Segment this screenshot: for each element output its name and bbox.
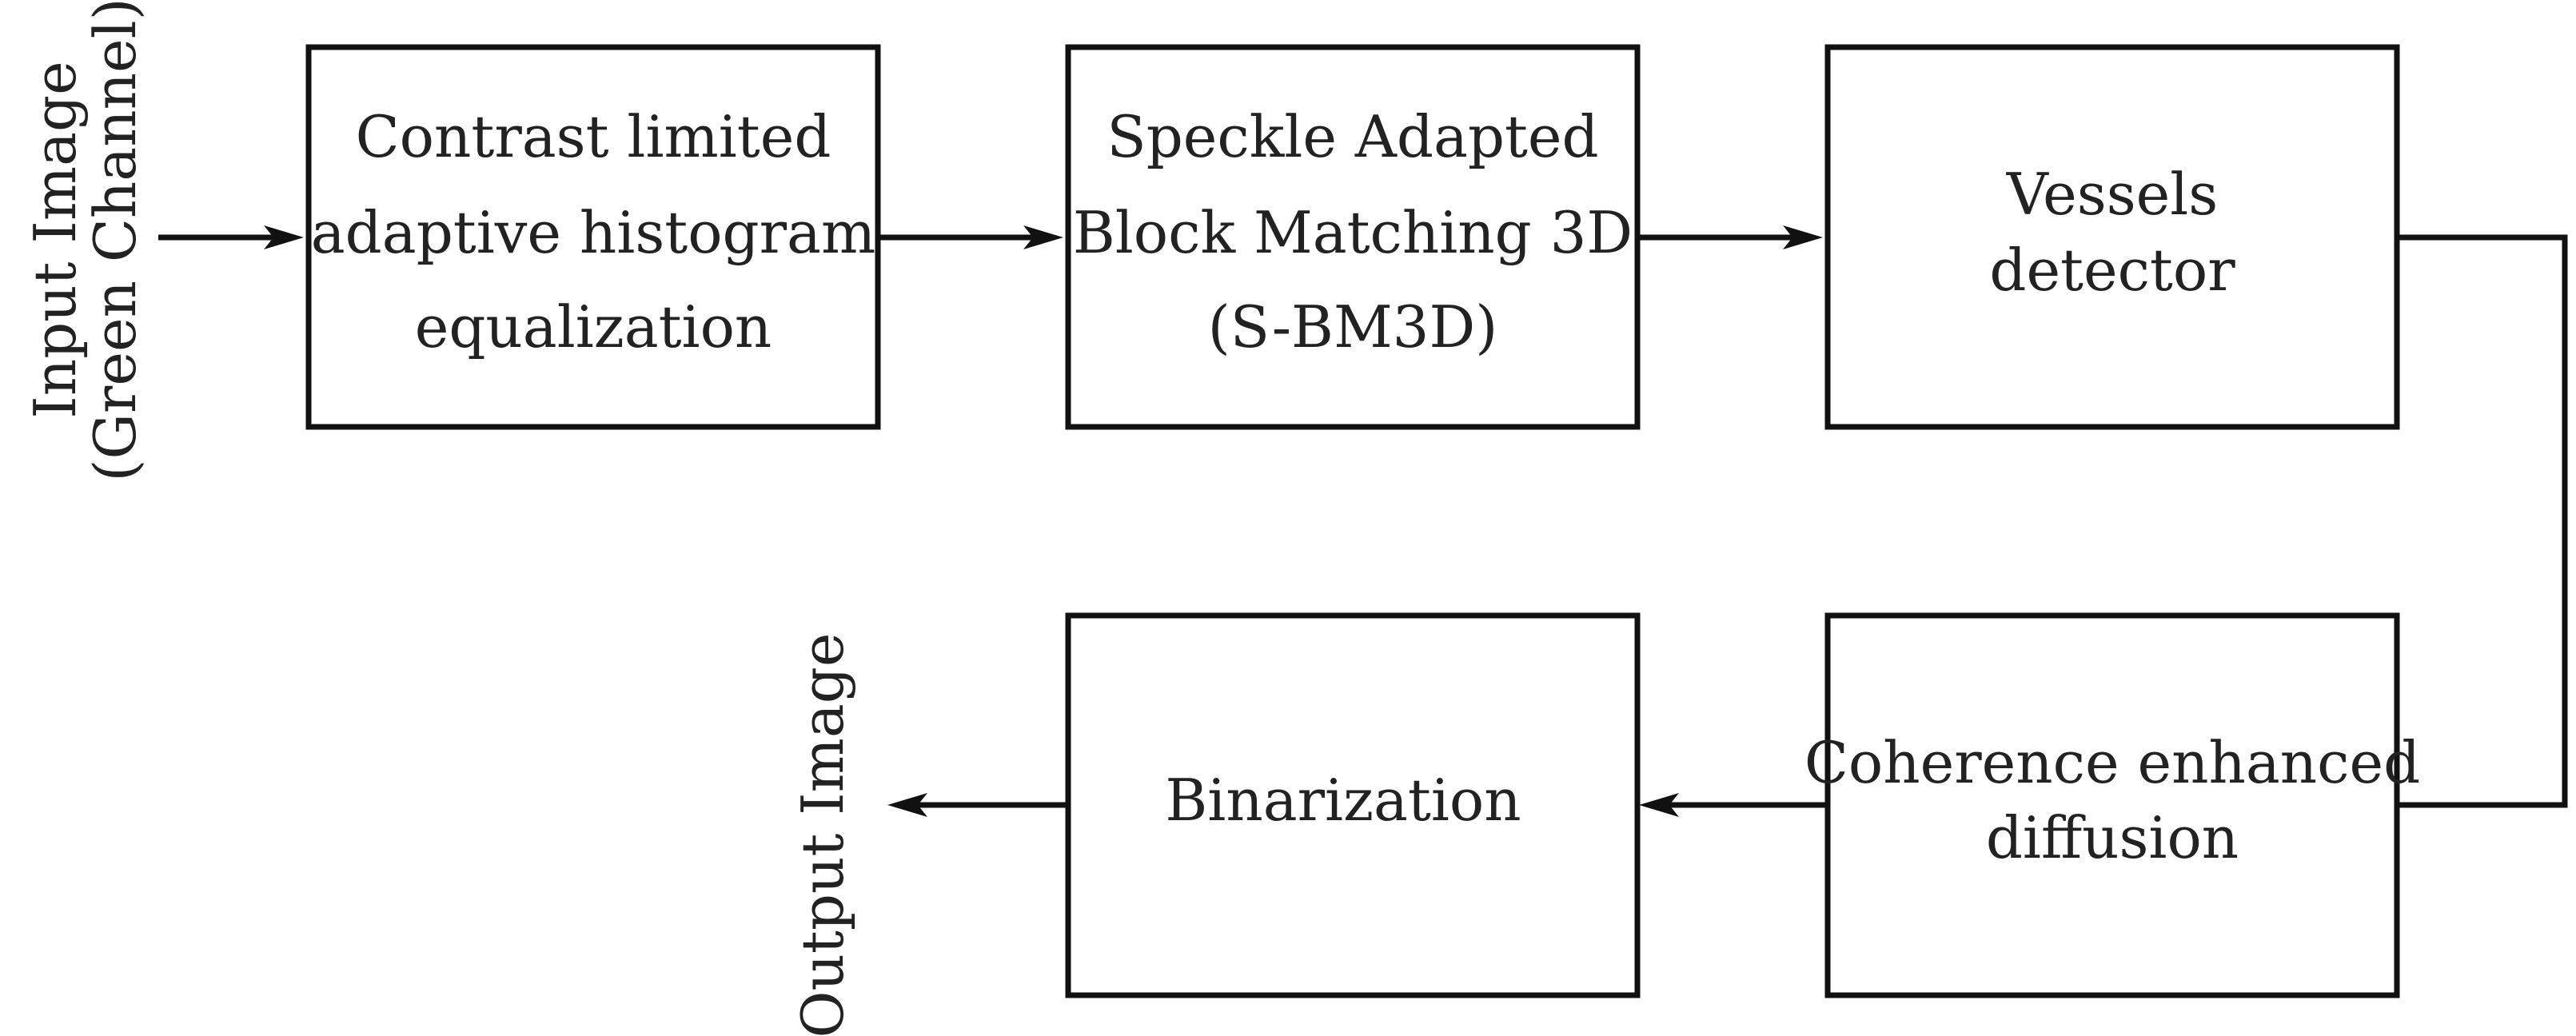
arrowhead-clahe [264,225,304,249]
block-vessels-line2: detector [1989,237,2235,304]
connector-vessels-to-ced [2397,234,2568,808]
block-clahe-line1: Contrast limited [356,103,831,170]
connectors [158,225,2568,817]
arrowhead-output [887,793,927,817]
block-clahe: Contrast limited adaptive histogram equa… [305,44,881,430]
block-binarization-line1: Binarization [1165,767,1521,834]
input-label-line1: Input Image [22,61,89,418]
arrowhead-sbm3d [1023,225,1063,249]
block-ced-line2: diffusion [1986,804,2239,871]
block-coherence-enhanced-diffusion: Coherence enhanced diffusion [1804,612,2420,998]
block-sbm3d-line1: Speckle Adapted [1107,103,1598,170]
block-vessels-detector: Vessels detector [1824,44,2400,430]
block-clahe-line3: equalization [415,293,772,361]
input-label-line2: (Green Channel) [82,0,149,482]
input-label: Input Image (Green Channel) [22,0,149,482]
block-sbm3d-line3: (S-BM3D) [1208,293,1498,361]
output-label: Output Image [789,633,856,1036]
block-sbm3d: Speckle Adapted Block Matching 3D (S-BM3… [1065,44,1641,430]
arrowhead-binarization [1639,793,1679,817]
block-binarization: Binarization [1065,612,1641,998]
block-ced-line1: Coherence enhanced [1804,729,2420,796]
block-sbm3d-line2: Block Matching 3D [1073,199,1633,266]
arrowhead-vessels [1783,225,1823,249]
block-vessels-line1: Vessels [2006,161,2218,228]
output-label-text: Output Image [789,633,856,1036]
block-clahe-line2: adaptive histogram [311,199,876,266]
